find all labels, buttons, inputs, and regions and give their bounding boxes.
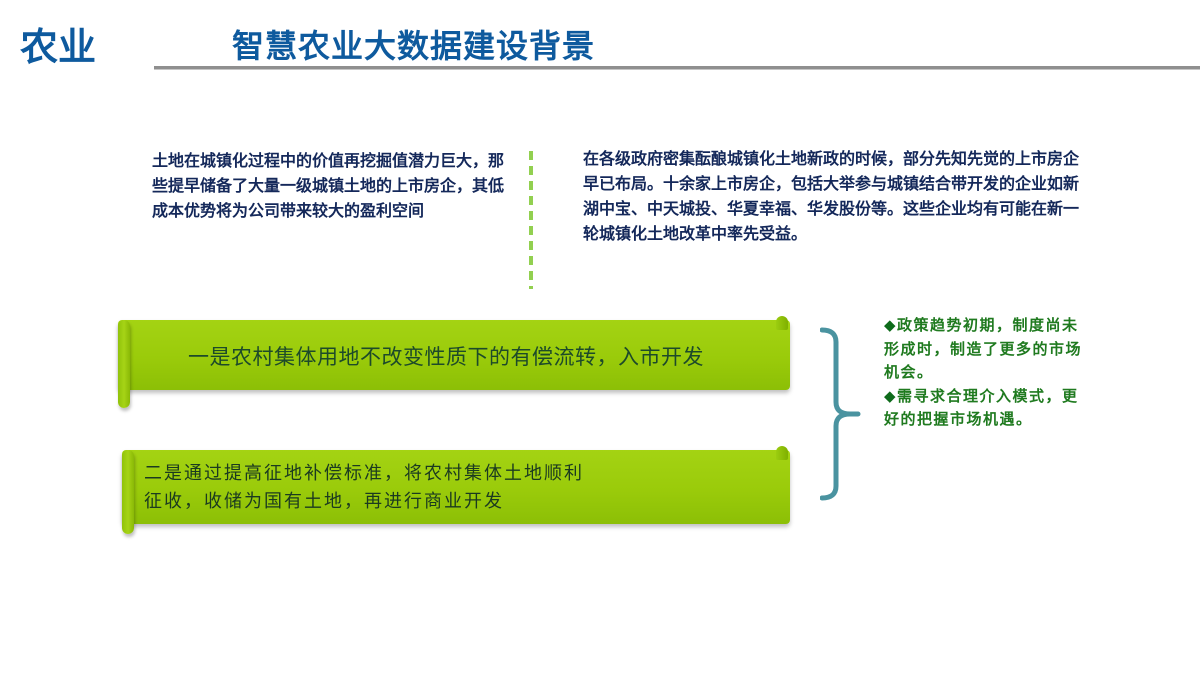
notes-list: ◆政策趋势初期，制度尚未形成时，制造了更多的市场机会。 ◆需寻求合理介入模式，更…: [884, 314, 1094, 432]
scroll-banner-2-text: 二是通过提高征地补偿标准，将农村集体土地顺利 征收，收储为国有土地，再进行商业开…: [144, 460, 584, 516]
scroll-body: [118, 320, 790, 390]
scroll-curl-left-icon: [118, 320, 130, 408]
scroll-body: [122, 450, 790, 524]
scroll-banner-1: 一是农村集体用地不改变性质下的有偿流转，入市开发: [118, 308, 790, 408]
scroll-banner-2: 二是通过提高征地补偿标准，将农村集体土地顺利 征收，收储为国有土地，再进行商业开…: [122, 438, 790, 534]
page-title: 智慧农业大数据建设背景: [232, 27, 596, 65]
scroll-banner-2-line-2: 征收，收储为国有土地，再进行商业开发: [144, 491, 504, 512]
scroll-curl-left-icon: [122, 450, 134, 534]
header-divider: [154, 66, 1200, 70]
scroll-curl-right-icon: [776, 316, 788, 330]
dashed-divider: [529, 151, 533, 289]
scroll-curl-right-icon: [776, 446, 788, 460]
scroll-banner-1-text: 一是农村集体用地不改变性质下的有偿流转，入市开发: [188, 345, 704, 369]
intro-right-paragraph: 在各级政府密集酝酿城镇化土地新政的时候，部分先知先觉的上市房企早已布局。十余家上…: [583, 149, 1080, 243]
diamond-bullet-icon: ◆: [884, 316, 898, 334]
note-item: ◆政策趋势初期，制度尚未形成时，制造了更多的市场机会。: [884, 316, 1083, 381]
scroll-banner-2-line-1: 二是通过提高征地补偿标准，将农村集体土地顺利: [144, 463, 584, 484]
right-brace-icon: [819, 326, 864, 510]
note-item: ◆需寻求合理介入模式，更好的把握市场机遇。: [884, 386, 1079, 429]
intro-left-paragraph: 土地在城镇化过程中的价值再挖掘值潜力巨大，那些提早储备了大量一级城镇土地的上市房…: [152, 151, 505, 220]
brand-label: 农业: [20, 25, 97, 69]
diamond-bullet-icon: ◆: [884, 386, 898, 405]
